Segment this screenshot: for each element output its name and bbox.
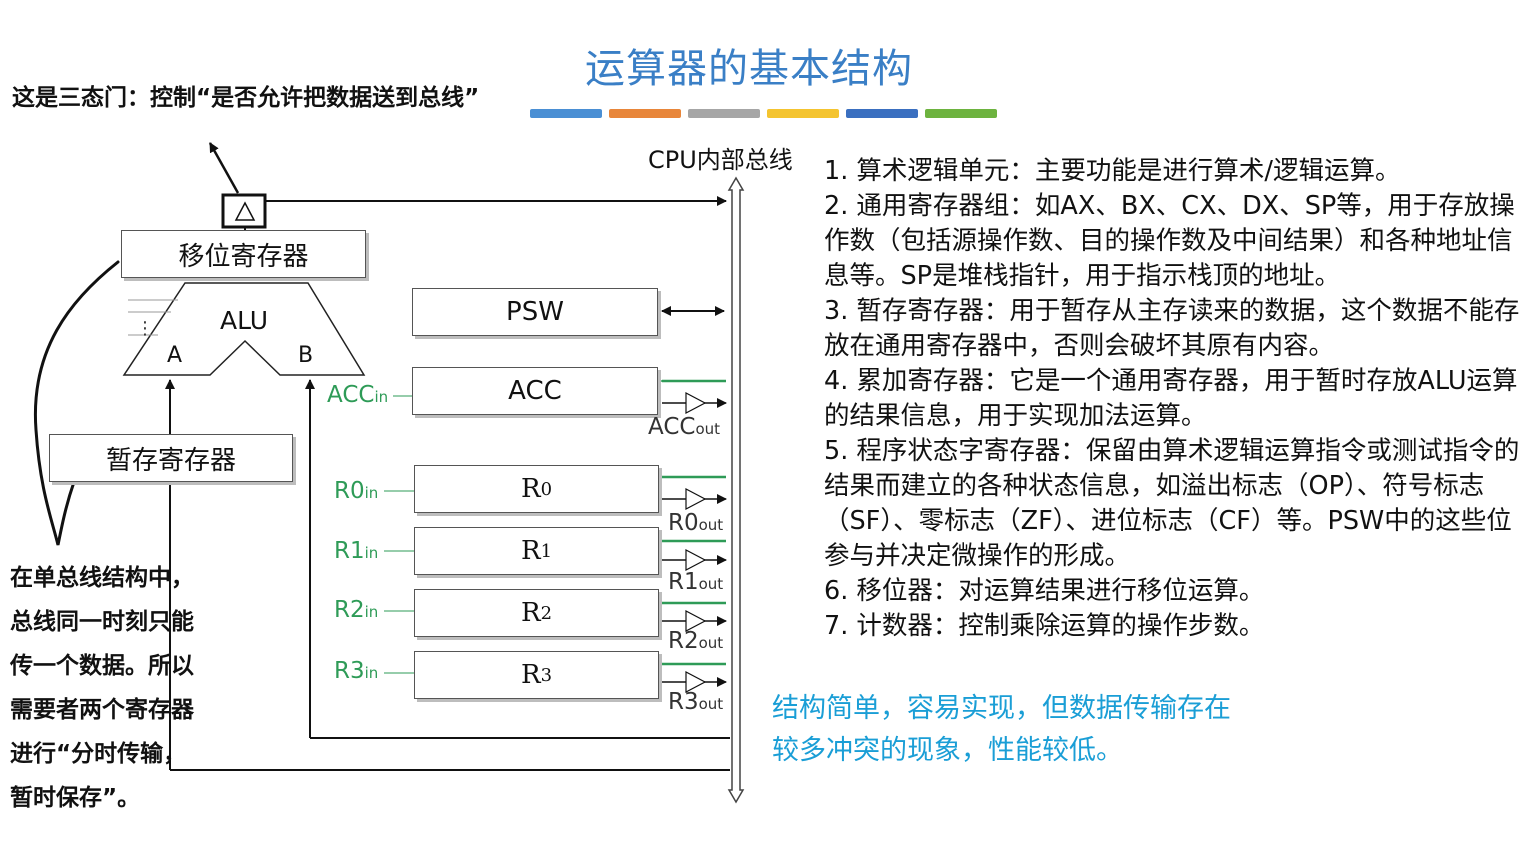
- register-r3-index: 3: [540, 664, 553, 686]
- note-line: 需要者两个寄存器: [10, 697, 194, 723]
- register-r2-index: 2: [540, 602, 553, 624]
- cpu-bus: [727, 176, 745, 804]
- explanation-item: 2. 通用寄存器组：如AX、BX、CX、DX、SP等，用于存放操作数（包括源操作…: [824, 191, 1515, 291]
- svg-text:⋮: ⋮: [136, 318, 154, 339]
- single-bus-note: 在单总线结构中， 总线同一时刻只能 传一个数据。所以 需要者两个寄存器 进行“分…: [10, 556, 194, 820]
- acc-out-label: ACCout: [648, 414, 721, 440]
- register-r1-index: 1: [540, 540, 553, 562]
- note-line: 在单总线结构中，: [10, 565, 194, 591]
- register-r0-index: 0: [540, 478, 553, 500]
- register-bus-connections: [653, 376, 727, 693]
- alu-input-b-label: B: [298, 343, 314, 368]
- slide-title: 运算器的基本结构: [585, 46, 913, 92]
- explanation-item: 5. 程序状态字寄存器：保留由算术逻辑运算指令或测试指令的结果而建立的各种状态信…: [824, 436, 1520, 571]
- r2-in-label: R2in: [334, 597, 379, 623]
- summary-line: 较多冲突的现象，性能较低。: [772, 735, 1123, 766]
- explanation-item: 6. 移位器：对运算结果进行移位运算。: [824, 576, 1265, 606]
- accent-bar-5: [846, 109, 918, 118]
- explanation-item: 4. 累加寄存器：它是一个通用寄存器，用于暂时存放ALU运算的结果信息，用于实现…: [824, 366, 1518, 431]
- accent-bar-3: [688, 109, 760, 118]
- note-line: 进行“分时传输，: [10, 741, 187, 767]
- acc-in-label: ACCin: [327, 382, 389, 408]
- r1-in-label: R1in: [334, 538, 379, 564]
- register-r3-name: R: [520, 660, 541, 690]
- cpu-bus-label: CPU内部总线: [648, 146, 793, 174]
- register-r1-name: R: [520, 536, 541, 566]
- register-r2-name: R: [520, 598, 541, 628]
- accent-bar-1: [530, 109, 602, 118]
- explanation-item: 7. 计数器：控制乘除运算的操作步数。: [824, 611, 1265, 641]
- r3-out-label: R3out: [668, 689, 724, 715]
- psw-register: PSW: [412, 288, 658, 336]
- note-line: 暂时保存”。: [10, 785, 141, 811]
- register-r0-name: R: [520, 474, 541, 504]
- accent-bar-6: [925, 109, 997, 118]
- alu-shape: [122, 282, 366, 376]
- acc-register: ACC: [412, 367, 658, 415]
- accent-bar-2: [609, 109, 681, 118]
- shift-register: 移位寄存器: [121, 230, 366, 278]
- summary-line: 结构简单，容易实现，但数据传输存在: [772, 693, 1231, 724]
- alu-input-a-label: A: [167, 343, 183, 368]
- shifter-tristate-gate: [234, 201, 256, 221]
- summary-text: 结构简单，容易实现，但数据传输存在 较多冲突的现象，性能较低。: [772, 688, 1231, 772]
- note-line: 传一个数据。所以: [10, 653, 194, 679]
- handdrawn-bracket: [33, 260, 120, 546]
- r2-out-label: R2out: [668, 628, 724, 654]
- r0-out-label: R0out: [668, 510, 724, 536]
- component-explanations: 1. 算术逻辑单元：主要功能是进行算术/逻辑运算。 2. 通用寄存器组：如AX、…: [824, 154, 1524, 644]
- r3-in-label: R3in: [334, 658, 379, 684]
- explanation-item: 1. 算术逻辑单元：主要功能是进行算术/逻辑运算。: [824, 156, 1401, 186]
- explanation-item: 3. 暂存寄存器：用于暂存从主存读来的数据，这个数据不能存放在通用寄存器中，否则…: [824, 296, 1520, 361]
- note-line: 总线同一时刻只能: [10, 609, 194, 635]
- r0-in-label: R0in: [334, 478, 379, 504]
- r1-out-label: R1out: [668, 569, 724, 595]
- alu-label: ALU: [220, 306, 269, 335]
- tristate-pointer-arrow: [208, 142, 240, 194]
- tristate-gate-note: 这是三态门：控制“是否允许把数据送到总线”: [12, 85, 480, 111]
- accent-bar-4: [767, 109, 839, 118]
- temp-register: 暂存寄存器: [49, 434, 293, 482]
